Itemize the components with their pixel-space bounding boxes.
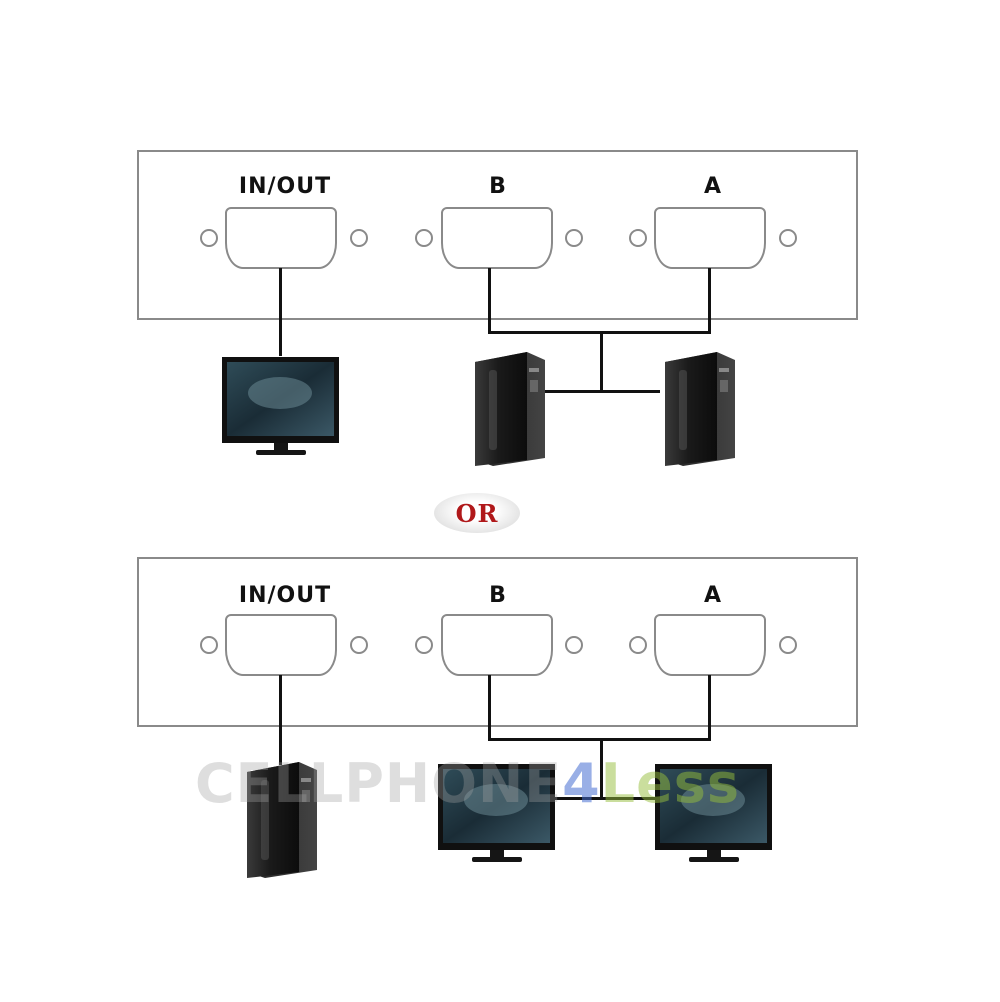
watermark-part2: 4 xyxy=(562,752,601,815)
vga-port-b-top xyxy=(441,207,553,269)
cable-a-top xyxy=(708,268,711,334)
or-label: OR xyxy=(455,498,499,528)
or-badge: OR xyxy=(434,493,520,533)
cable-split-top xyxy=(545,390,660,393)
screw-icon xyxy=(779,229,797,247)
computer-tower-icon xyxy=(247,762,317,878)
watermark: CELLPHONE4Less xyxy=(195,752,740,815)
vga-port-inout-top xyxy=(225,207,337,269)
computer-tower-icon xyxy=(665,352,735,466)
screw-icon xyxy=(415,636,433,654)
screw-icon xyxy=(350,229,368,247)
monitor-icon xyxy=(438,764,555,862)
cable-inout-bottom xyxy=(279,675,282,765)
cable-a-bottom xyxy=(708,675,711,741)
cable-split-bottom xyxy=(548,797,658,800)
cable-trunk-bottom xyxy=(600,738,603,800)
screw-icon xyxy=(779,636,797,654)
vga-port-a-bottom xyxy=(654,614,766,676)
port-label-b-top: B xyxy=(489,174,507,199)
cable-b-top xyxy=(488,268,491,334)
vga-port-b-bottom xyxy=(441,614,553,676)
monitor-icon xyxy=(655,764,772,862)
cable-trunk-top xyxy=(600,331,603,393)
watermark-part1: CELLPHONE xyxy=(195,752,563,815)
screw-icon xyxy=(350,636,368,654)
computer-tower-icon xyxy=(475,352,545,466)
cable-b-bottom xyxy=(488,675,491,741)
screw-icon xyxy=(565,636,583,654)
cable-join-bottom xyxy=(488,738,711,741)
screw-icon xyxy=(200,636,218,654)
cable-join-top xyxy=(488,331,711,334)
screw-icon xyxy=(200,229,218,247)
vga-port-inout-bottom xyxy=(225,614,337,676)
port-label-a-top: A xyxy=(703,174,723,199)
port-label-inout-bottom: IN/OUT xyxy=(238,583,332,608)
screw-icon xyxy=(629,229,647,247)
port-label-inout-top: IN/OUT xyxy=(238,174,332,199)
monitor-icon xyxy=(222,357,339,455)
cable-inout-top xyxy=(279,268,282,356)
screw-icon xyxy=(565,229,583,247)
screw-icon xyxy=(415,229,433,247)
port-label-a-bottom: A xyxy=(703,583,723,608)
vga-port-a-top xyxy=(654,207,766,269)
screw-icon xyxy=(629,636,647,654)
port-label-b-bottom: B xyxy=(489,583,507,608)
watermark-part3: Less xyxy=(600,752,740,815)
